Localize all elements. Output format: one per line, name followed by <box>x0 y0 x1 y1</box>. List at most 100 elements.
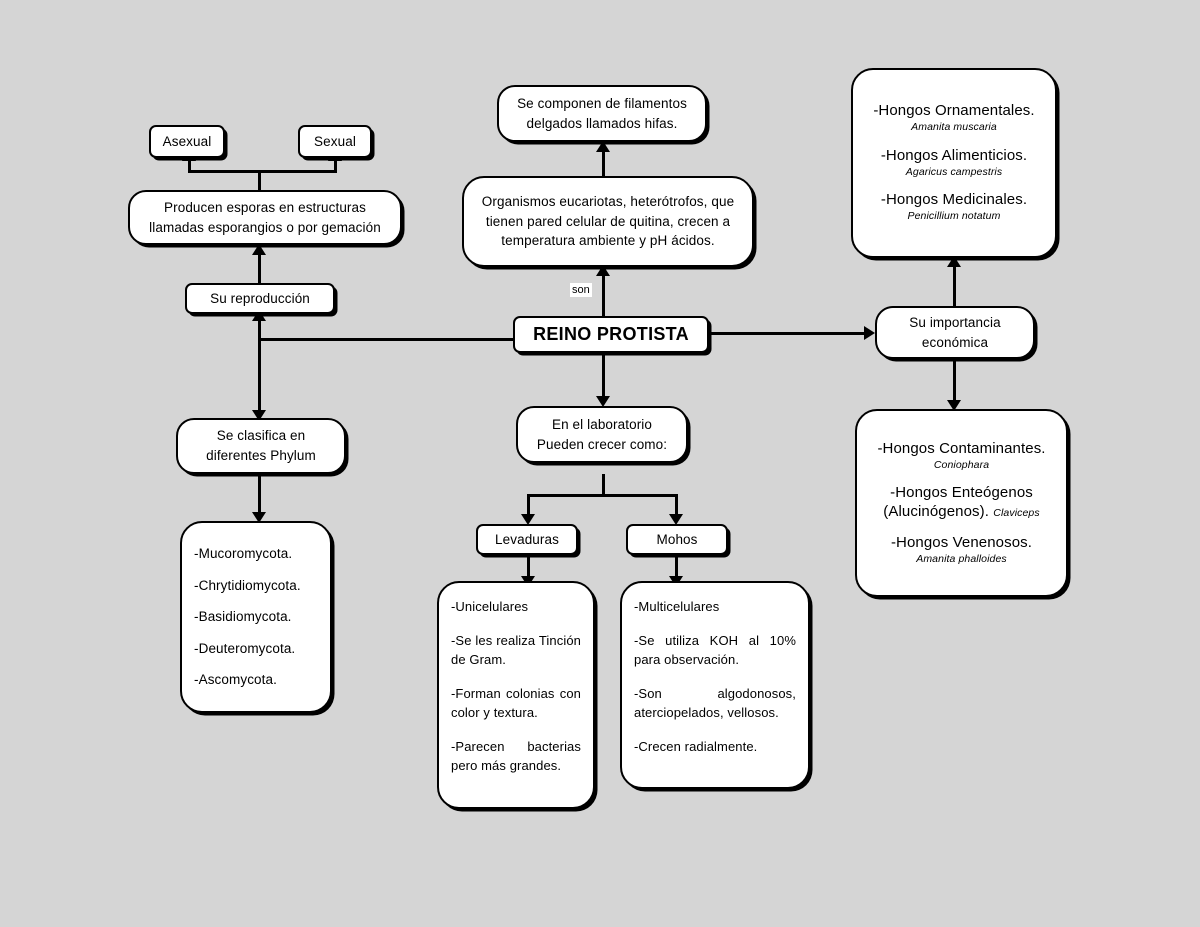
list-item: -Deuteromycota. <box>194 640 296 656</box>
node-sexual-label: Sexual <box>314 133 356 149</box>
node-spores[interactable]: Producen esporas en estructuras llamadas… <box>128 190 402 245</box>
node-economic-importance-line2: económica <box>921 334 989 350</box>
fungi-species: Penicillium notatum <box>907 209 1001 222</box>
node-mohos-detail[interactable]: -Multicelulares -Se utiliza KOH al 10% p… <box>620 581 810 789</box>
list-item: -Crecen radialmente. <box>634 738 758 754</box>
fungi-species: Amanita muscaria <box>911 121 997 134</box>
node-classification-line1: Se clasifica en <box>216 428 306 444</box>
list-item: -Se utiliza KOH al 10% para observación. <box>634 632 796 668</box>
fungi-heading: -Hongos Venenosos. <box>890 533 1033 551</box>
fungi-group: -Hongos Alimenticios. Agaricus campestri… <box>863 147 1045 179</box>
connector-spores-to-sexual <box>334 155 337 172</box>
connector-classification-to-phylum <box>258 474 261 516</box>
connector-lab-to-levaduras <box>527 494 530 518</box>
connector-root-to-traits <box>602 267 605 318</box>
connector-importance-to-beneficial <box>953 258 956 306</box>
node-laboratory-line1: En el laboratorio <box>551 416 652 432</box>
connector-lab-to-mohos <box>675 494 678 518</box>
node-levaduras-label: Levaduras <box>495 531 559 547</box>
node-traits-line1: Organismos eucariotas, heterótrofos, que <box>481 194 735 210</box>
node-sexual[interactable]: Sexual <box>298 125 372 158</box>
node-traits[interactable]: Organismos eucariotas, heterótrofos, que… <box>462 176 754 267</box>
node-root-reino-protista[interactable]: REINO PROTISTA <box>513 316 709 353</box>
fungi-species: Coniophara <box>933 458 990 471</box>
connector-spores-bus <box>188 170 337 173</box>
arrowhead-reproduction-to-spores <box>252 244 266 255</box>
arrowhead-importance-to-beneficial <box>947 256 961 267</box>
fungi-group: -Hongos Contaminantes. Coniophara <box>867 440 1056 472</box>
node-classification-line2: diferentes Phylum <box>206 448 316 463</box>
list-item: -Se les realiza Tinción de Gram. <box>451 632 581 668</box>
node-hifas-line2: delgados llamados hifas. <box>526 115 678 131</box>
fungi-heading: -Hongos Enteógenos <box>890 484 1033 502</box>
node-laboratory[interactable]: En el laboratorio Pueden crecer como: <box>516 406 688 463</box>
fungi-species: Agaricus campestris <box>905 165 1003 178</box>
node-hifas-line1: Se componen de filamentos <box>517 95 687 111</box>
list-item: -Forman colonias con color y textura. <box>451 685 581 721</box>
connector-root-to-importance <box>708 332 868 335</box>
list-item: -Unicelulares <box>451 599 529 614</box>
node-root-label: REINO PROTISTA <box>533 324 689 345</box>
arrowhead-classification-to-phylum <box>252 512 266 523</box>
fungi-group: -Hongos Venenosos. Amanita phalloides <box>867 534 1056 566</box>
node-asexual-label: Asexual <box>162 133 212 149</box>
node-spores-line2: llamadas esporangios o por gemación <box>149 219 381 235</box>
list-item: -Chrytidiomycota. <box>194 577 301 593</box>
connector-levaduras-to-detail <box>527 556 530 580</box>
arrowhead-lab-to-levaduras <box>521 514 535 525</box>
node-reproduction-label: Su reproducción <box>210 290 310 306</box>
fungi-group: -Hongos Medicinales. Penicillium notatum <box>863 191 1045 223</box>
arrowhead-left-bus-to-classification <box>252 410 266 421</box>
node-economic-importance[interactable]: Su importancia económica <box>875 306 1035 359</box>
arrowhead-root-to-importance <box>864 326 875 340</box>
arrowhead-root-to-traits <box>596 265 610 276</box>
fungi-heading-continued: (Alucinógenos). Claviceps <box>883 503 1040 520</box>
node-traits-line2: tienen pared celular de quitina, crecen … <box>485 213 731 229</box>
edge-label-son: son <box>570 283 592 298</box>
node-spores-line1: Producen esporas en estructuras <box>164 199 366 215</box>
arrowhead-root-to-lab <box>596 396 610 407</box>
fungi-heading: -Hongos Ornamentales. <box>873 102 1035 120</box>
connector-reproduction-to-spores <box>258 246 261 284</box>
list-item: -Son algodonosos, aterciopelados, vellos… <box>634 685 796 721</box>
node-traits-line3: temperatura ambiente y pH ácidos. <box>501 233 715 249</box>
connector-traits-to-hifas <box>602 143 605 178</box>
fungi-heading: -Hongos Medicinales. <box>880 191 1028 209</box>
arrowhead-importance-to-harmful <box>947 400 961 411</box>
arrowhead-left-bus-to-reproduction <box>252 310 266 321</box>
connector-importance-to-harmful <box>953 360 956 408</box>
arrowhead-lab-to-mohos <box>669 514 683 525</box>
list-item: -Basidiomycota. <box>194 609 292 625</box>
list-item: -Ascomycota. <box>194 672 277 688</box>
node-laboratory-line2: Pueden crecer como: <box>536 436 668 452</box>
connector-spores-stem <box>258 170 261 192</box>
node-levaduras[interactable]: Levaduras <box>476 524 578 555</box>
fungi-group: -Hongos Ornamentales. Amanita muscaria <box>863 102 1045 134</box>
connector-lab-bus <box>527 494 678 497</box>
node-levaduras-detail[interactable]: -Unicelulares -Se les realiza Tinción de… <box>437 581 595 809</box>
fungi-species: Amanita phalloides <box>916 552 1007 565</box>
node-phylum-list[interactable]: -Mucoromycota. -Chrytidiomycota. -Basidi… <box>180 521 332 713</box>
node-reproduction[interactable]: Su reproducción <box>185 283 335 314</box>
fungi-group: -Hongos Enteógenos (Alucinógenos). Clavi… <box>867 484 1056 522</box>
connector-left-bus-down <box>258 338 261 416</box>
fungi-heading: -Hongos Contaminantes. <box>877 439 1046 457</box>
node-economic-importance-line1: Su importancia <box>909 314 1001 330</box>
fungi-species: Claviceps <box>993 507 1040 519</box>
node-asexual[interactable]: Asexual <box>149 125 225 158</box>
connector-root-to-lab <box>602 352 605 404</box>
node-hifas[interactable]: Se componen de filamentos delgados llama… <box>497 85 707 142</box>
list-item: -Mucoromycota. <box>194 546 293 562</box>
connector-lab-stem <box>602 474 605 497</box>
node-harmful-fungi[interactable]: -Hongos Contaminantes. Coniophara -Hongo… <box>855 409 1068 597</box>
arrowhead-traits-to-hifas <box>596 141 610 152</box>
connector-spores-to-asexual <box>188 155 191 172</box>
node-beneficial-fungi[interactable]: -Hongos Ornamentales. Amanita muscaria -… <box>851 68 1057 258</box>
connector-mohos-to-detail <box>675 556 678 580</box>
node-mohos[interactable]: Mohos <box>626 524 728 555</box>
node-classification[interactable]: Se clasifica en diferentes Phylum <box>176 418 346 474</box>
node-mohos-label: Mohos <box>656 531 698 547</box>
connector-root-to-left-bus <box>258 338 515 341</box>
list-item: -Multicelulares <box>634 599 720 614</box>
